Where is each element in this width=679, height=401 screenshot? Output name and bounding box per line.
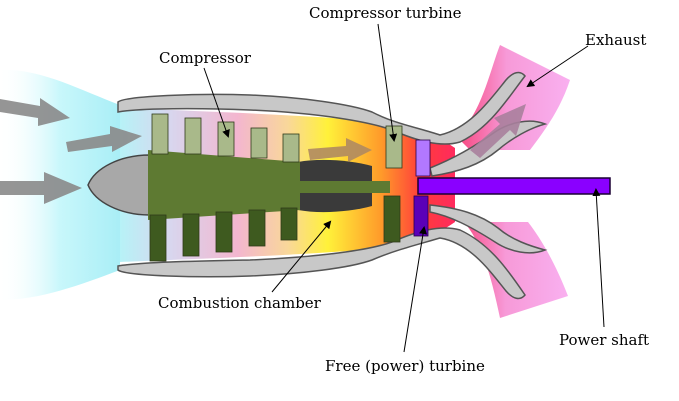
leader-lines <box>203 23 605 353</box>
compressor-hub <box>148 150 300 220</box>
compressor-stages <box>149 113 300 262</box>
leader-compressor-turbine <box>377 23 398 142</box>
exhaust-duct-lower <box>429 204 548 254</box>
flow-arrows <box>0 98 526 204</box>
compressor-stage-2 <box>182 117 202 257</box>
leader-power-shaft <box>592 188 605 328</box>
free-power-turbine-rotor <box>413 139 431 237</box>
label-combustion-chamber: Combustion chamber <box>158 294 321 312</box>
label-compressor: Compressor <box>159 49 251 67</box>
intake-arrow-mid <box>66 126 142 152</box>
compressor-stage-5 <box>280 133 300 241</box>
casing-lower <box>117 227 526 300</box>
leader-compressor <box>203 67 230 138</box>
intake-arrow-upper <box>0 98 70 126</box>
exhaust-plume-lower <box>455 215 568 318</box>
casing-upper <box>117 71 526 145</box>
combustion-arrow <box>308 138 372 162</box>
label-free-power-turbine: Free (power) turbine <box>325 357 485 375</box>
compressor-stage-1 <box>149 113 169 262</box>
leader-free-turbine <box>403 226 427 353</box>
intake-arrow-lower <box>0 172 82 204</box>
label-compressor-turbine: Compressor turbine <box>309 4 462 22</box>
exhaust-arrow <box>470 104 526 158</box>
power-shaft <box>417 177 611 195</box>
compressor-stage-3 <box>215 121 235 253</box>
label-power-shaft: Power shaft <box>559 331 650 349</box>
compressor-turbine-rotor <box>383 125 403 243</box>
label-exhaust: Exhaust <box>585 31 647 49</box>
nose-cone <box>87 154 151 216</box>
leader-combustion <box>271 220 332 293</box>
compressor-stage-4 <box>248 127 268 247</box>
leader-exhaust <box>526 45 589 88</box>
compressor-shaft <box>300 181 390 193</box>
